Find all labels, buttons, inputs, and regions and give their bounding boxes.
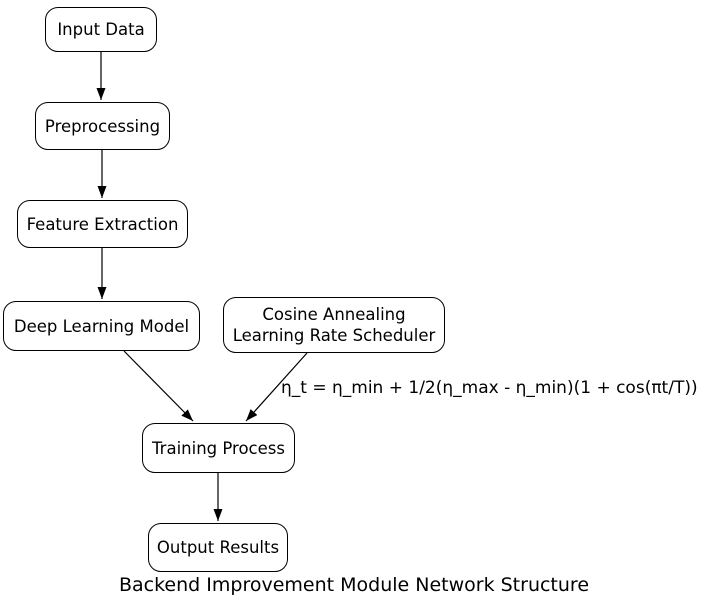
node-training-process: Training Process: [142, 423, 295, 473]
node-input-data: Input Data: [45, 7, 157, 52]
diagram-title: Backend Improvement Module Network Struc…: [118, 574, 590, 596]
edge-cosine-to-training: [245, 352, 308, 422]
node-preprocessing: Preprocessing: [35, 102, 170, 150]
node-output-results: Output Results: [148, 523, 288, 572]
cosine-annealing-formula-label: η_t = η_min + 1/2(η_max - η_min)(1 + cos…: [281, 378, 698, 398]
node-cosine-annealing-scheduler: Cosine Annealing Learning Rate Scheduler: [223, 297, 445, 353]
node-feature-extraction: Feature Extraction: [17, 200, 188, 248]
edge-deeplearning-to-training: [123, 350, 194, 422]
node-deep-learning-model: Deep Learning Model: [3, 301, 200, 351]
